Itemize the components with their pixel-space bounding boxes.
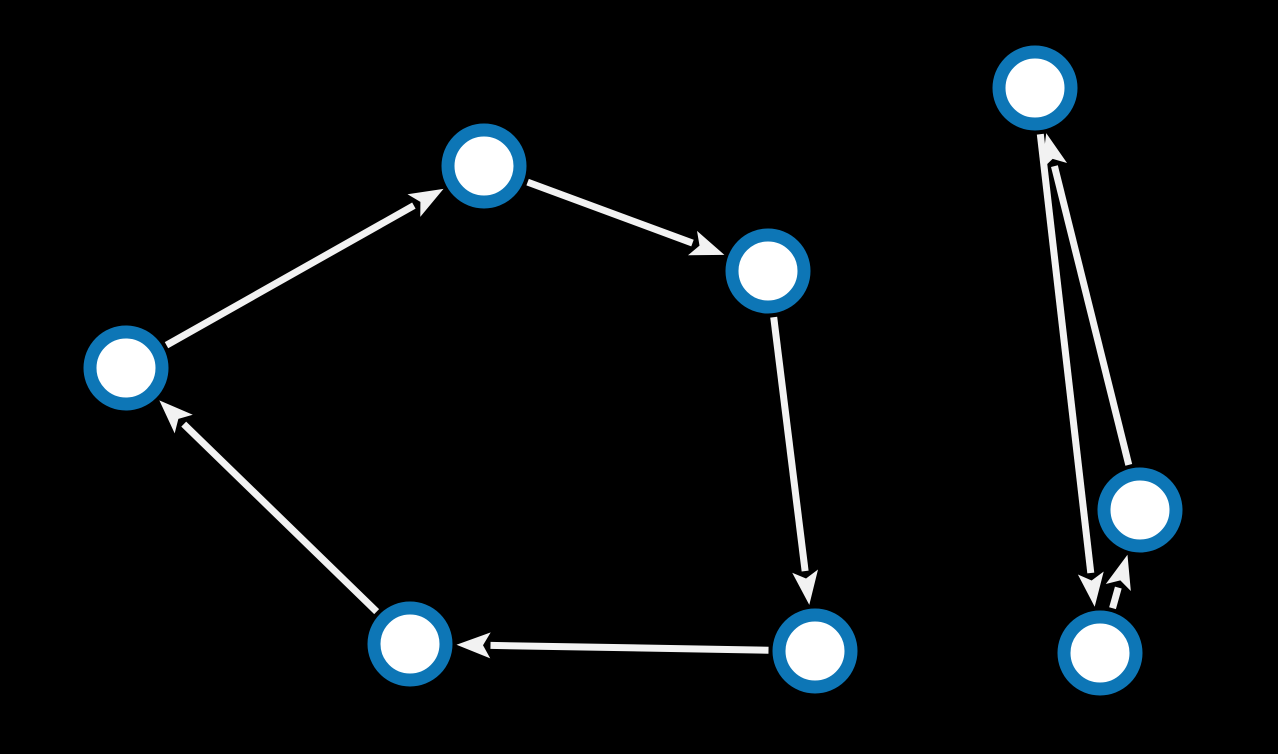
graph-edge[interactable] bbox=[526, 178, 725, 256]
graph-node[interactable] bbox=[440, 122, 529, 211]
edge-line bbox=[526, 178, 694, 247]
edges-layer bbox=[159, 133, 1133, 659]
node-hit-area[interactable] bbox=[1096, 466, 1185, 555]
graph-edge[interactable] bbox=[159, 400, 380, 615]
node-hit-area[interactable] bbox=[724, 227, 813, 316]
edge-line bbox=[490, 641, 769, 654]
node-circle-icon bbox=[441, 123, 527, 209]
node-circle-icon bbox=[367, 601, 453, 687]
graph-node[interactable] bbox=[366, 600, 455, 689]
graph-edge[interactable] bbox=[164, 188, 444, 349]
edge-line bbox=[770, 316, 809, 572]
graph-node[interactable] bbox=[991, 44, 1080, 133]
node-hit-area[interactable] bbox=[771, 607, 860, 696]
edge-line bbox=[164, 202, 416, 349]
graph-node[interactable] bbox=[1056, 609, 1145, 698]
graph-node[interactable] bbox=[724, 227, 813, 316]
node-hit-area[interactable] bbox=[991, 44, 1080, 133]
node-circle-icon bbox=[992, 45, 1078, 131]
node-circle-icon bbox=[725, 228, 811, 314]
arrow-head-icon bbox=[1077, 571, 1104, 607]
node-hit-area[interactable] bbox=[366, 600, 455, 689]
graph-edge[interactable] bbox=[1036, 133, 1104, 607]
graph-node[interactable] bbox=[1096, 466, 1185, 555]
node-circle-icon bbox=[83, 325, 169, 411]
edge-line bbox=[1051, 165, 1133, 466]
graph-edge[interactable] bbox=[770, 316, 819, 605]
edge-line bbox=[1109, 586, 1122, 610]
arrow-head-icon bbox=[1105, 554, 1131, 592]
node-circle-icon bbox=[1057, 610, 1143, 696]
edge-line bbox=[181, 421, 380, 615]
node-circle-icon bbox=[772, 608, 858, 694]
graph-edge[interactable] bbox=[456, 632, 769, 659]
node-hit-area[interactable] bbox=[440, 122, 529, 211]
graph-node[interactable] bbox=[82, 324, 171, 413]
nodes-layer bbox=[82, 44, 1185, 698]
node-circle-icon bbox=[1097, 467, 1183, 553]
arrow-head-icon bbox=[792, 569, 819, 605]
graph-node[interactable] bbox=[771, 607, 860, 696]
graph-edge[interactable] bbox=[1105, 554, 1131, 610]
arrow-head-icon bbox=[159, 400, 193, 434]
edge-line bbox=[1036, 133, 1095, 574]
node-hit-area[interactable] bbox=[1056, 609, 1145, 698]
arrow-head-icon bbox=[456, 632, 491, 659]
node-hit-area[interactable] bbox=[82, 324, 171, 413]
arrow-head-icon bbox=[687, 230, 725, 256]
graph-edge[interactable] bbox=[1041, 133, 1133, 466]
arrow-head-icon bbox=[407, 188, 444, 217]
arrow-head-icon bbox=[1041, 133, 1068, 170]
